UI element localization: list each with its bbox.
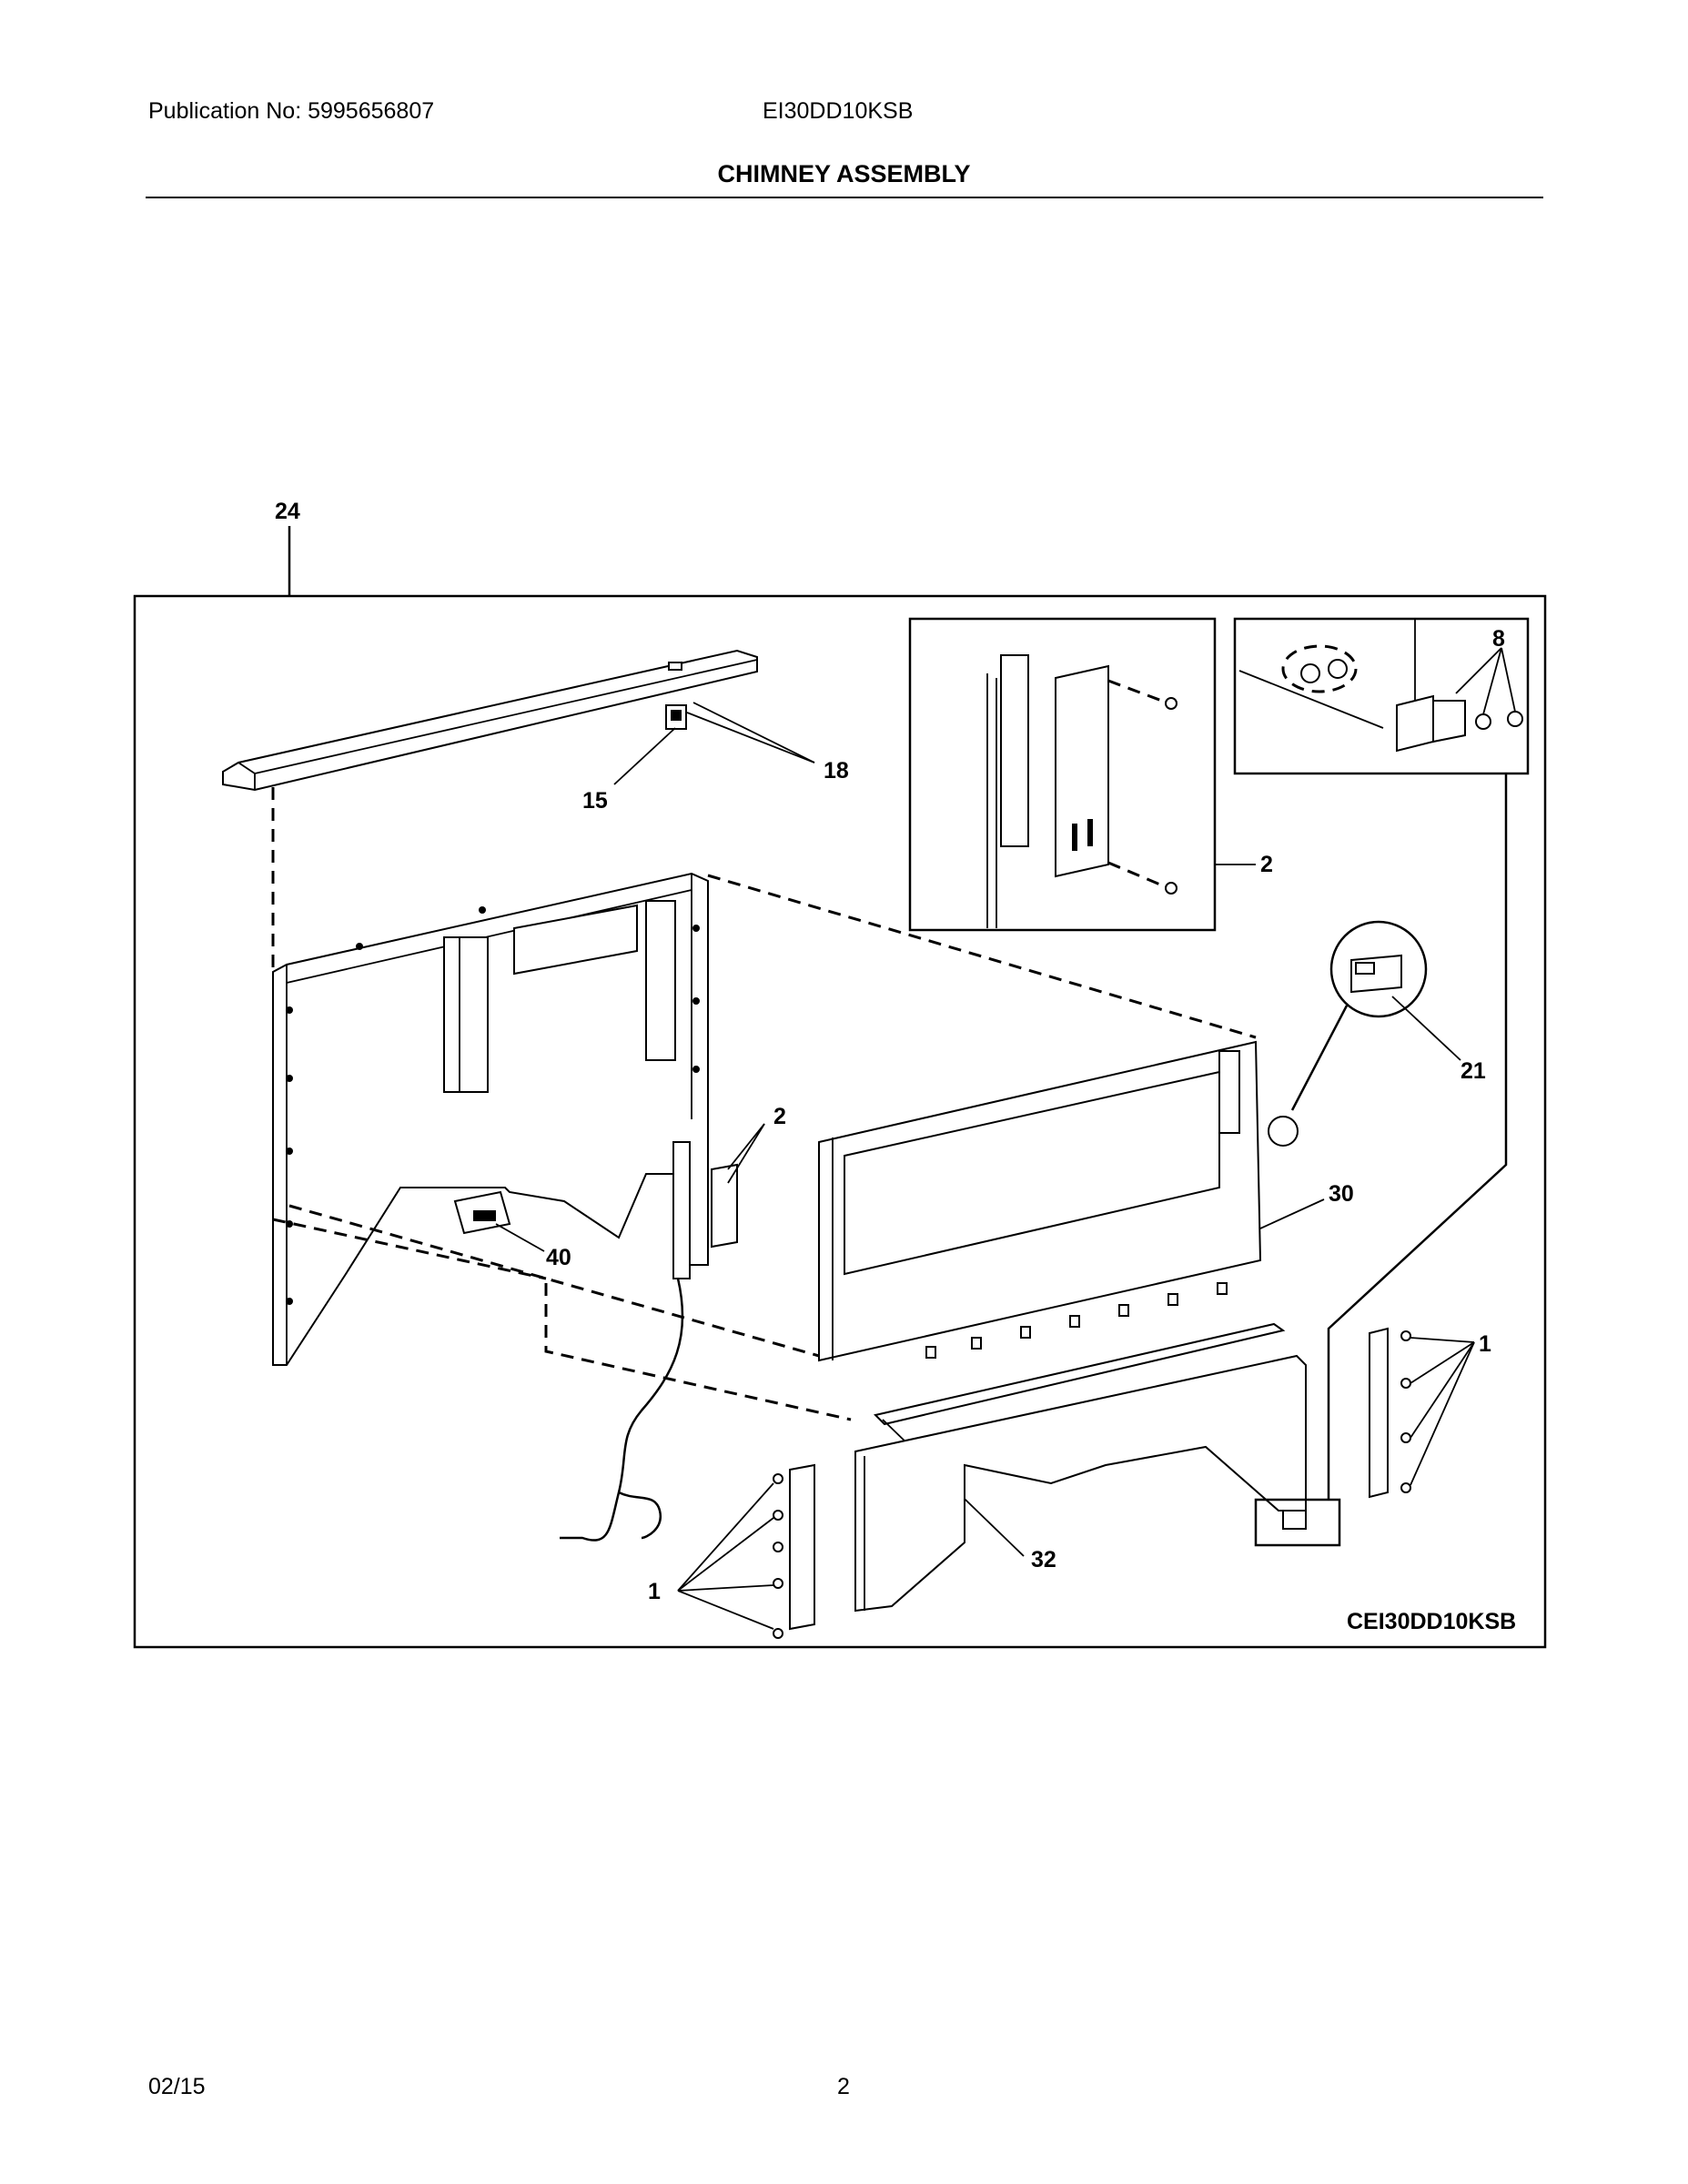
leader-2b [727, 1123, 765, 1184]
front-panel [818, 1040, 1262, 1362]
leader-1-right-b [1410, 1341, 1475, 1384]
model-number: EI30DD10KSB [763, 98, 914, 124]
switch-21 [1350, 954, 1402, 994]
mounting-bracket-left [773, 1463, 815, 1639]
lower-front-panel [854, 1354, 1307, 1613]
leader-18a [686, 712, 815, 763]
leader-1-right-d [1410, 1341, 1475, 1486]
callout-8: 8 [1492, 626, 1505, 652]
wire-harness [560, 1278, 684, 1542]
leader-1-left-b [677, 1517, 774, 1592]
callout-30: 30 [1329, 1181, 1354, 1207]
inset-hinge-bracket [908, 617, 1217, 932]
callout-21: 21 [1461, 1058, 1486, 1084]
leader-8a [1455, 647, 1502, 694]
publication-number: Publication No: 5995656807 [148, 98, 435, 124]
connector-40 [453, 1190, 511, 1235]
switch-21-marker [1268, 1116, 1299, 1147]
leader-1-right-c [1410, 1341, 1475, 1439]
detail-link-21 [1290, 1005, 1349, 1111]
leader-21 [1391, 996, 1461, 1061]
callout-1-left: 1 [648, 1579, 661, 1604]
leader-40 [495, 1223, 545, 1252]
small-detail-part [1282, 1510, 1307, 1530]
callout-15: 15 [582, 788, 608, 814]
leader-18b [692, 702, 815, 763]
callout-40: 40 [546, 1245, 571, 1270]
wire-harness-branch [618, 1491, 662, 1540]
switch-21-detail [1329, 920, 1428, 1018]
page-number: 2 [837, 2074, 850, 2099]
dashed-projection-low [272, 1218, 547, 1280]
switch-15 [665, 704, 687, 730]
small-detail-box [1254, 1498, 1341, 1547]
leader-1-left-a [677, 1482, 774, 1592]
footer-date: 02/15 [148, 2074, 206, 2099]
callout-2: 2 [773, 1104, 786, 1129]
inset-hinge-drawing [986, 654, 1178, 928]
leader-8c [1501, 647, 1516, 713]
callout-2-inset: 2 [1260, 852, 1273, 877]
diagram-model-code: CEI30DD10KSB [1347, 1609, 1516, 1634]
leader-1-right-a [1410, 1337, 1475, 1343]
dashed-projection-bottom [544, 1283, 852, 1421]
hinge-bracket-2 [672, 1141, 738, 1279]
top-trim-bar [222, 649, 758, 792]
callout-1-right: 1 [1479, 1331, 1491, 1357]
callout-18: 18 [824, 758, 849, 784]
leader-30 [1259, 1198, 1325, 1229]
assembly-frame [133, 594, 1547, 1649]
mounting-bracket-right [1369, 1327, 1411, 1499]
back-panel [272, 872, 709, 1366]
leader-15 [613, 727, 676, 785]
header-divider [146, 197, 1543, 198]
leader-1-left-d [677, 1590, 774, 1630]
inset-fasteners [1233, 617, 1530, 775]
inset-fastener-drawing [1238, 619, 1523, 753]
leader-1-left-c [677, 1584, 774, 1592]
dashed-projection-top [707, 874, 1257, 1039]
page-title: CHIMNEY ASSEMBLY [717, 160, 971, 187]
dashed-projection-mid [288, 1204, 820, 1358]
callout-24: 24 [275, 499, 300, 524]
detail-link-8 [1327, 774, 1508, 1500]
leader-2a [727, 1123, 765, 1170]
trim-strip-32 [874, 1322, 1286, 1426]
leader-8b [1482, 647, 1502, 715]
callout-32: 32 [1031, 1547, 1056, 1572]
